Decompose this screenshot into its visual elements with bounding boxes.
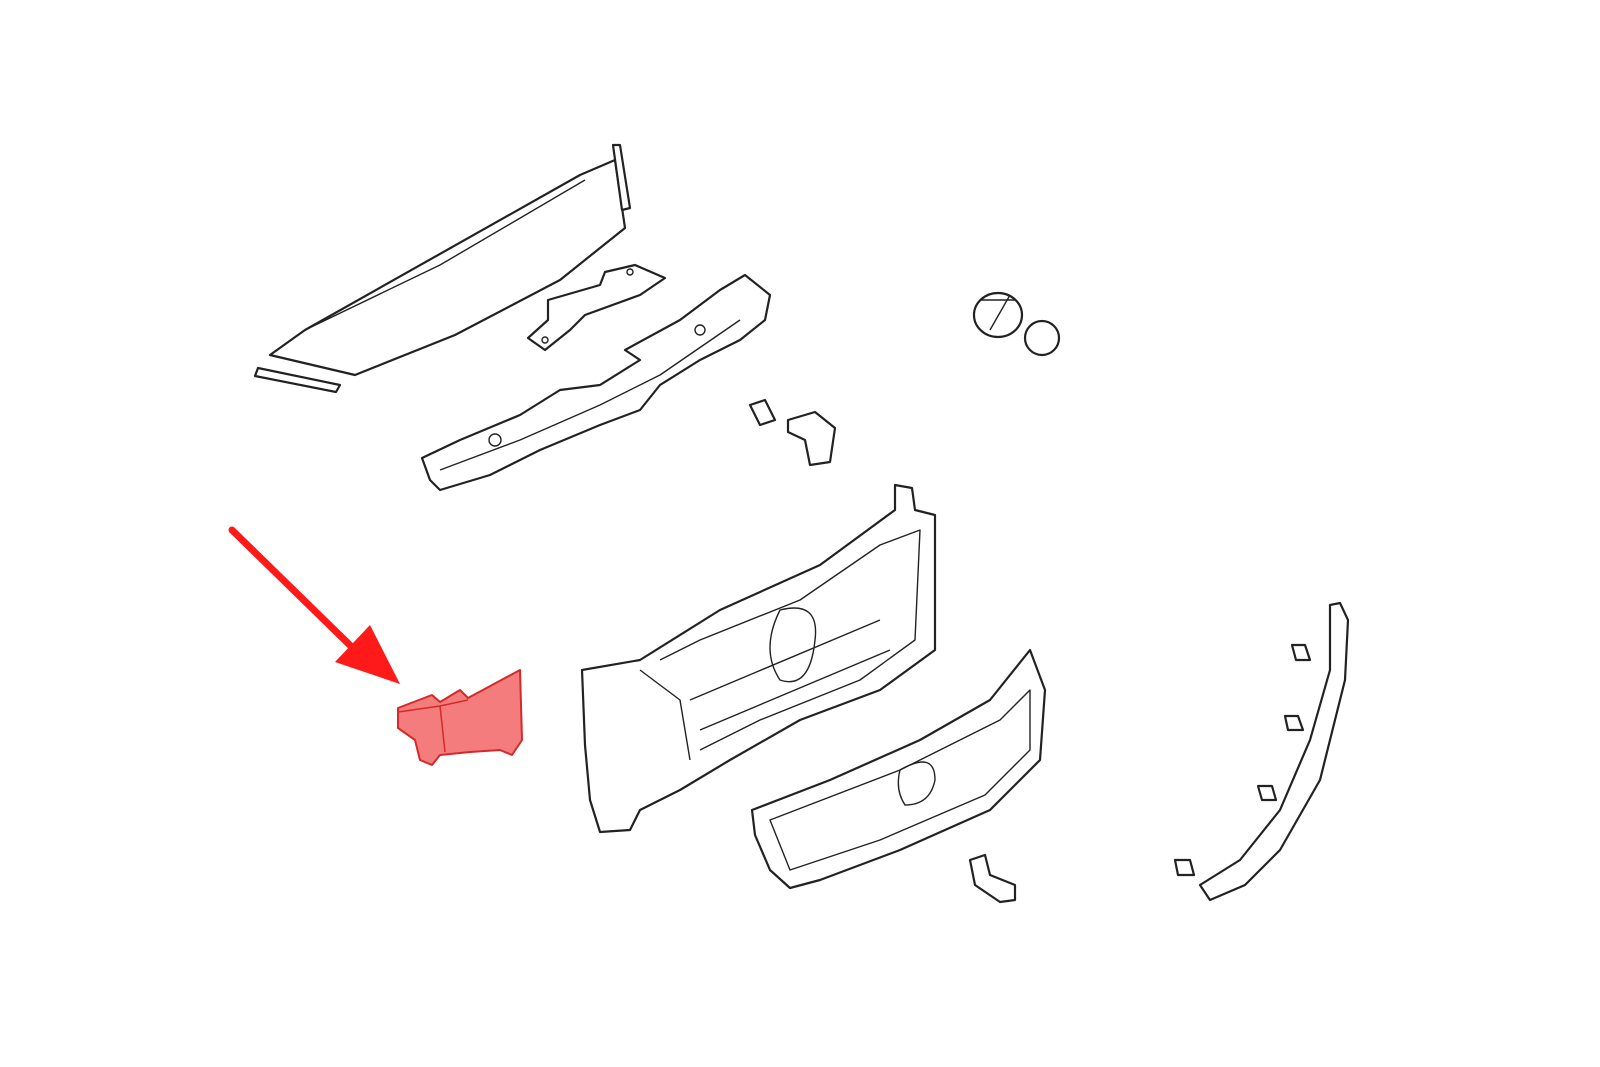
upper-cover-panel — [253, 143, 632, 394]
front-frame — [580, 483, 937, 834]
bracket-plate — [526, 263, 667, 352]
highlighted-bracket — [397, 669, 523, 766]
grille-molding — [1173, 601, 1350, 902]
upper-support-member — [420, 273, 772, 492]
lower-clip — [968, 853, 1017, 904]
center-clips — [748, 398, 837, 467]
arrow-icon — [228, 526, 400, 684]
front-grille — [750, 648, 1047, 890]
emblem-parts — [972, 291, 1061, 357]
